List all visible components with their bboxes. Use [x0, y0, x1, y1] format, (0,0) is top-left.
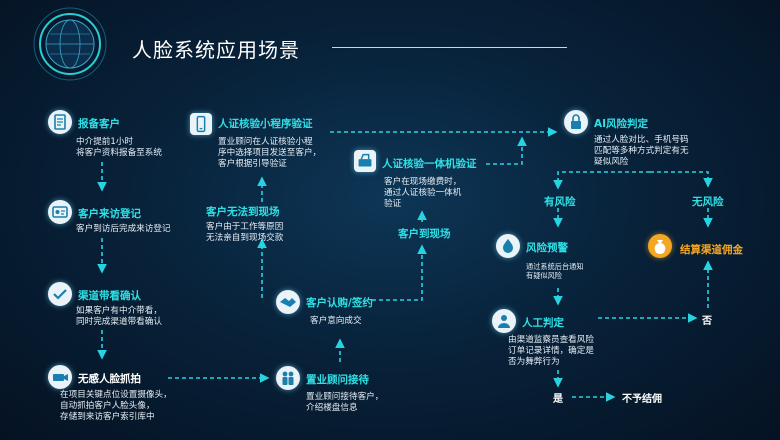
report-desc: 中介提前1小时 将客户资料报备至系统 [76, 137, 162, 158]
arrow-subscribe-to-site [372, 244, 427, 301]
visit-register-label: 客户来访登记 [78, 208, 141, 220]
has-risk-label: 有风险 [544, 196, 576, 208]
cannot-visit-label: 客户无法到现场 [206, 206, 280, 218]
channel-confirm-desc: 如果客户有中介带看， 同时完成渠道带看确认 [76, 306, 162, 327]
alert-icon [496, 234, 520, 258]
yes-label: 是 [553, 394, 563, 405]
risk-alert-label: 风险预警 [526, 242, 568, 254]
people-icon [276, 366, 300, 390]
lock-icon [564, 110, 588, 134]
page-title: 人脸系统应用场景 [132, 38, 300, 62]
scanner-icon [354, 150, 376, 172]
at-site-label: 客户到现场 [398, 228, 451, 240]
channel-confirm-label: 渠道带看确认 [78, 290, 141, 302]
manual-label: 人工判定 [522, 317, 564, 329]
machine-verify-label: 人证核验一体机验证 [382, 158, 477, 170]
manual-desc: 由渠道监察员查看风险 订单记录详情，确定是 否为舞弊行为 [508, 335, 594, 367]
phone-icon [190, 113, 212, 135]
arrow-machine-to-ai [486, 136, 527, 165]
arrow-ai-to-risk [553, 171, 650, 190]
no-label: 否 [702, 316, 712, 327]
title-divider [332, 47, 567, 48]
face-capture-desc: 在项目关键点位设置摄像头， 自动抓拍客户人脸头像， 存储到来访客户索引库中 [60, 390, 172, 422]
face-capture-label: 无感人脸抓拍 [78, 373, 141, 385]
camera-icon [48, 365, 72, 389]
id-card-icon [48, 200, 72, 224]
visit-register-desc: 客户到访后完成来访登记 [76, 224, 171, 234]
arrow-ai-to-norisk [650, 171, 713, 188]
mini-verify-desc: 置业顾问在人证核验小程 序中选择项目发送至客户， 客户根据引导验证 [218, 137, 322, 169]
document-icon [48, 110, 72, 134]
report-label: 报备客户 [78, 118, 120, 130]
person-icon [492, 309, 516, 333]
machine-verify-desc: 客户在现场缴费时， 通过人证核验一体机 验证 [384, 177, 462, 209]
cannot-visit-desc: 客户由于工作等原因 无法亲自到现场交款 [206, 222, 284, 243]
ai-risk-label: AI风险判定 [594, 118, 649, 130]
money-bag-icon [648, 234, 672, 258]
check-icon [48, 282, 72, 306]
globe-decoration [33, 7, 107, 81]
consultant-label: 置业顾问接待 [306, 374, 369, 386]
subscribe-label: 客户认购/签约 [306, 297, 373, 309]
subscribe-desc: 客户意向成交 [310, 316, 362, 326]
no-risk-label: 无风险 [692, 196, 724, 208]
risk-alert-desc: 通过系统后台通知 有疑似风险 [526, 262, 584, 280]
no-commission-label: 不予结佣 [622, 394, 662, 405]
mini-verify-label: 人证核验小程序验证 [218, 118, 313, 130]
consultant-desc: 置业顾问接待客户， 介绍楼盘信息 [306, 392, 384, 413]
settle-label: 结算渠道佣金 [680, 244, 743, 256]
handshake-icon [276, 290, 300, 314]
ai-risk-desc: 通过人脸对比、手机号码 匹配等多种方式判定有无 疑似风险 [594, 135, 689, 167]
